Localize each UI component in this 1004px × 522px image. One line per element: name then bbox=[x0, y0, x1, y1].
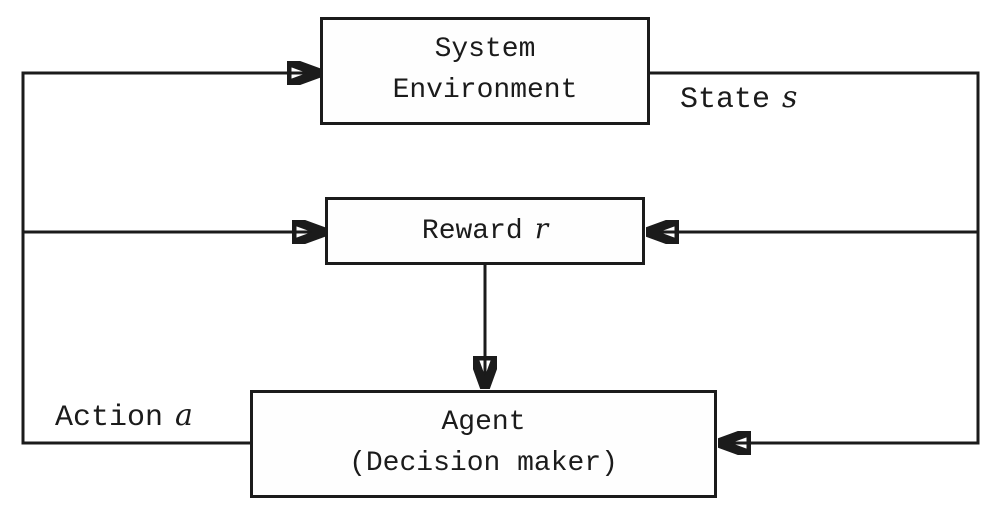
state-loop-line bbox=[650, 71, 980, 443]
reward-variable: r bbox=[534, 212, 549, 246]
state-label-text: State bbox=[680, 83, 771, 117]
action-variable: a bbox=[175, 398, 193, 433]
agent-node: Agent (Decision maker) bbox=[250, 390, 717, 498]
state-variable: s bbox=[782, 80, 798, 115]
action-label-text: Action bbox=[55, 401, 164, 435]
action-loop-line bbox=[21, 73, 317, 445]
system-environment-label-line1: System bbox=[434, 34, 536, 66]
system-environment-label-line2: Environment bbox=[392, 75, 578, 106]
agent-label-line2: (Decision maker) bbox=[349, 448, 618, 479]
reward-label-text: Reward bbox=[421, 216, 523, 248]
agent-label-line1: Agent bbox=[441, 407, 526, 439]
system-environment-node: System Environment bbox=[320, 17, 650, 125]
